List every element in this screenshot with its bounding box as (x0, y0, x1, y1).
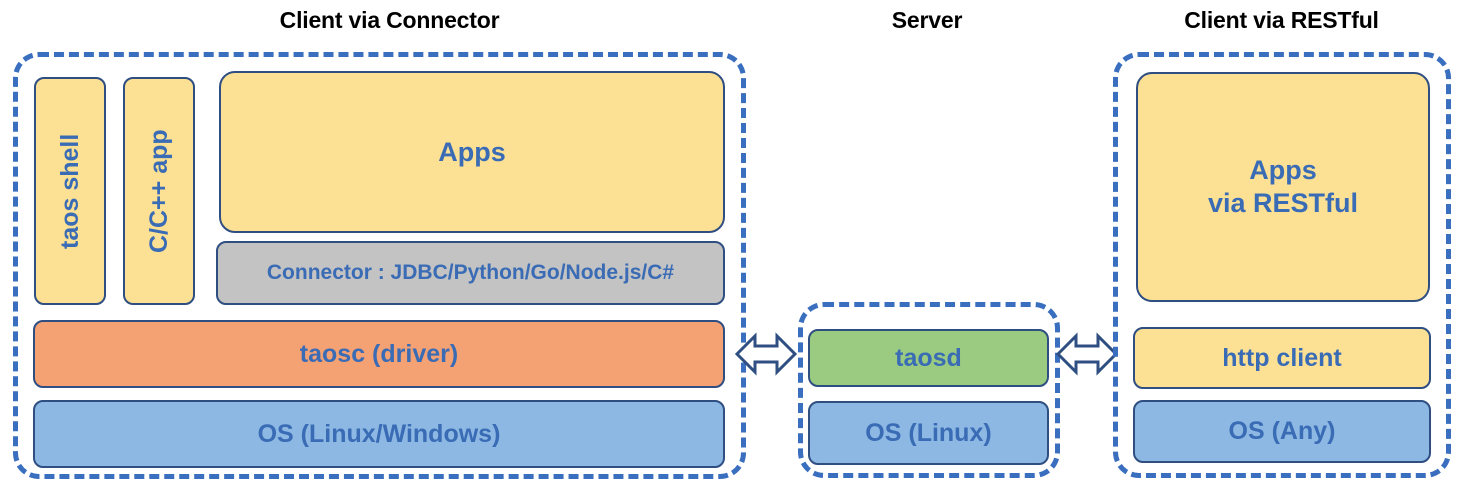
client-connector-container (13, 52, 746, 479)
block-http-client[interactable]: http client (1133, 327, 1431, 389)
block-apps[interactable]: Apps (219, 71, 725, 233)
block-apps-via-restful[interactable]: Apps via RESTful (1136, 72, 1430, 302)
client-restful-container (1113, 52, 1451, 478)
block-os-any[interactable]: OS (Any) (1133, 400, 1431, 463)
block-c-cpp-app[interactable]: C/C++ app (123, 77, 195, 305)
block-connector[interactable]: Connector : JDBC/Python/Go/Node.js/C# (216, 241, 725, 305)
block-apps-via-restful-line1: Apps (1249, 155, 1317, 186)
block-taosc-driver[interactable]: taosc (driver) (33, 320, 725, 388)
block-apps-via-restful-line2: via RESTful (1207, 188, 1359, 218)
section-title-client-connector: Client via Connector (279, 7, 500, 33)
section-title-server: Server (891, 7, 963, 33)
block-taos-shell[interactable]: taos shell (34, 77, 106, 305)
server-container (798, 302, 1060, 478)
block-os-linux[interactable]: OS (Linux) (808, 401, 1049, 465)
bidirectional-arrow-left (735, 326, 797, 382)
section-title-client-restful: Client via RESTful (1184, 7, 1379, 33)
block-os-linux-windows[interactable]: OS (Linux/Windows) (33, 400, 725, 468)
block-taosd[interactable]: taosd (808, 329, 1049, 387)
bidirectional-arrow-right (1056, 326, 1118, 382)
